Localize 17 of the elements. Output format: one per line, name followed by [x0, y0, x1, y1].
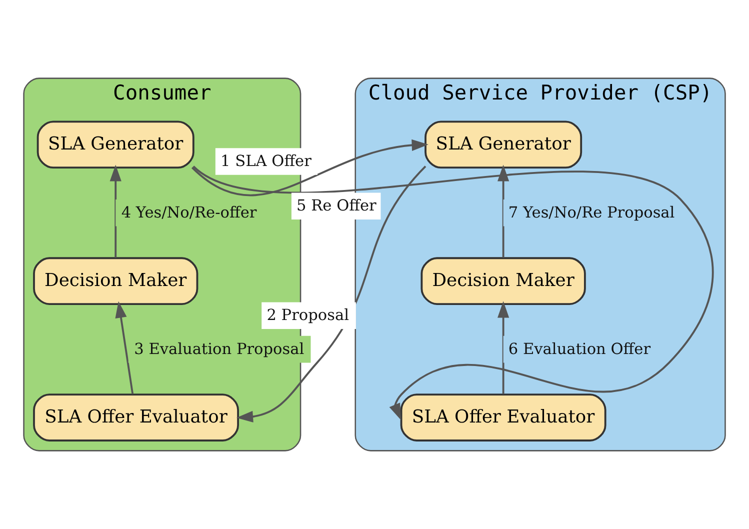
arrow: [192, 139, 428, 196]
arrow: [498, 164, 510, 258]
edge-label: 4 Yes/No/Re-offer: [121, 203, 257, 222]
arrow: [498, 301, 510, 394]
node-box: SLA Offer Evaluator: [33, 394, 239, 442]
edge-label: 7 Yes/No/Re Proposal: [508, 203, 675, 222]
arrow: [110, 164, 122, 258]
node-box: SLA Generator: [36, 120, 194, 169]
edge-label: 6 Evaluation Offer: [508, 340, 651, 358]
arrow: [192, 165, 714, 420]
node-box: Decision Maker: [33, 257, 198, 305]
edge-label: 3 Evaluation Proposal: [134, 340, 304, 358]
arrow: [115, 301, 134, 394]
node-box: SLA Offer Evaluator: [400, 394, 606, 442]
node-box: Decision Maker: [420, 257, 586, 305]
node-box: SLA Generator: [424, 120, 582, 169]
arrow: [236, 166, 426, 422]
